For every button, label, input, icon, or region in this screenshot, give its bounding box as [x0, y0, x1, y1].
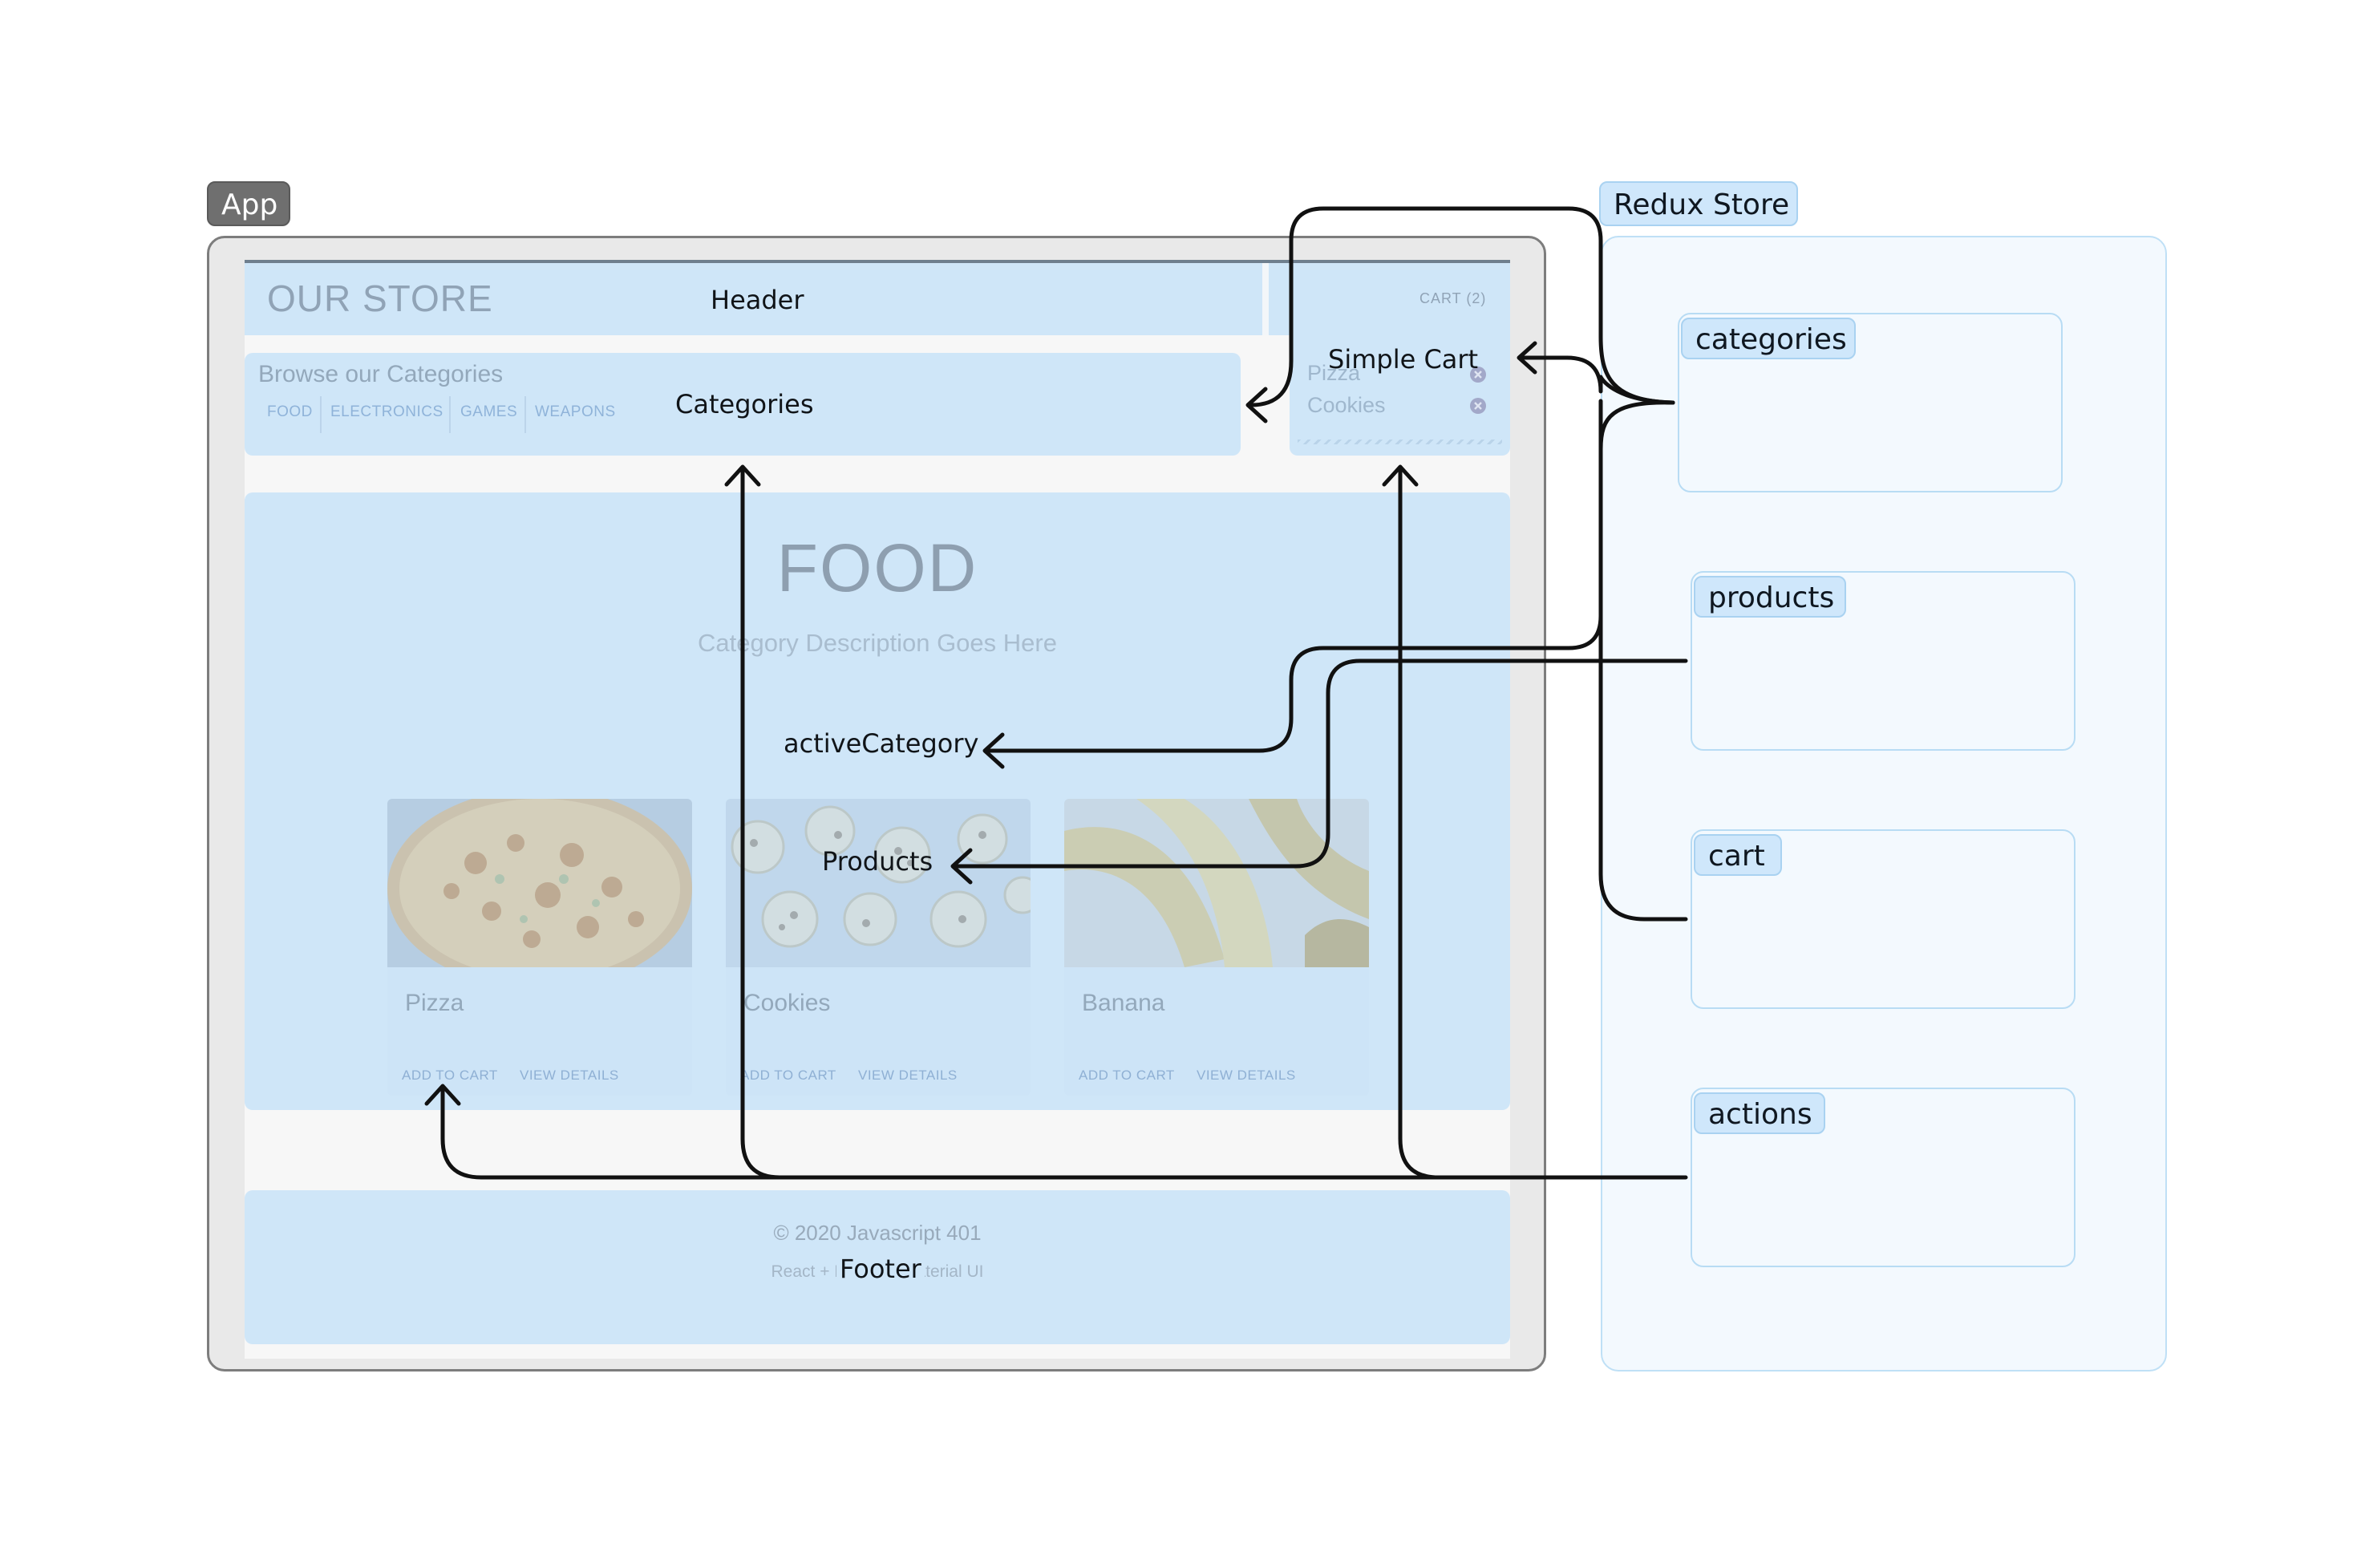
arrow-categories-to-active: [984, 400, 1675, 753]
arrow-actions-to-categories: [740, 466, 782, 1180]
arrow-cart-to-simple-cart: [1598, 399, 1688, 922]
category-title: FOOD: [776, 530, 978, 606]
slice-tag-actions: actions: [1694, 1092, 1825, 1134]
products-label: Products: [822, 846, 933, 877]
redux-store-tag: Redux Store: [1599, 181, 1798, 226]
simple-cart-dashes: [1298, 440, 1502, 444]
header-label: Header: [711, 285, 804, 315]
product-card-cookies: Cookies ADD TO CART VIEW DETAILS: [726, 799, 1031, 1096]
categories-label: Categories: [675, 389, 814, 419]
view-details-button-cookies[interactable]: VIEW DETAILS: [858, 1068, 958, 1083]
arrow-actions-to-simple-cart: [1398, 466, 1441, 1180]
slice-tag-categories: categories: [1681, 318, 1856, 359]
simple-cart-label: Simple Cart: [1328, 344, 1479, 375]
categories-region: [245, 353, 1241, 456]
active-category-label: activeCategory: [784, 728, 979, 759]
arrow-actions-main: [440, 1085, 1688, 1180]
arrowhead-simple-cart: [1517, 341, 1537, 375]
category-separator: [524, 396, 526, 433]
arrowhead-simple-cart-up: [1382, 464, 1419, 487]
categories-heading: Browse our Categories: [258, 361, 504, 387]
slice-tag-products: products: [1694, 576, 1846, 618]
header-region: [245, 260, 1510, 335]
product-card-banana: Banana ADD TO CART VIEW DETAILS: [1064, 799, 1369, 1096]
arrow-categories-to-cart: [1518, 355, 1675, 405]
category-description: Category Description Goes Here: [698, 629, 1057, 657]
cart-item-pizza: Pizza: [1307, 361, 1361, 385]
view-details-button-banana[interactable]: VIEW DETAILS: [1197, 1068, 1296, 1083]
simple-cart-region: [1290, 335, 1510, 456]
product-name-banana: Banana: [1082, 990, 1165, 1016]
product-card-pizza: Pizza ADD TO CART VIEW DETAILS: [387, 799, 692, 1096]
arrowhead-categories: [1245, 387, 1268, 423]
cookies-image: [726, 799, 1031, 967]
view-details-button-pizza[interactable]: VIEW DETAILS: [520, 1068, 619, 1083]
footer-label: Footer: [836, 1256, 925, 1282]
x-circle-icon[interactable]: [1469, 397, 1487, 415]
store-brand[interactable]: OUR STORE: [267, 278, 493, 319]
slice-tag-cart: cart: [1694, 834, 1782, 876]
category-link-games[interactable]: GAMES: [460, 403, 518, 420]
add-to-cart-button-banana[interactable]: ADD TO CART: [1079, 1068, 1175, 1083]
app-tag: App: [207, 181, 290, 226]
category-link-weapons[interactable]: WEAPONS: [535, 403, 616, 420]
add-to-cart-button-pizza[interactable]: ADD TO CART: [402, 1068, 498, 1083]
category-separator: [320, 396, 322, 433]
product-name-pizza: Pizza: [405, 990, 464, 1016]
arrow-categories-to-categories: [1249, 206, 1675, 407]
x-circle-icon[interactable]: [1469, 366, 1487, 383]
banana-image: [1064, 799, 1369, 967]
cards-overlay: [387, 799, 1369, 967]
product-name-cookies: Cookies: [743, 990, 831, 1016]
pizza-image: [387, 799, 692, 967]
category-separator: [449, 396, 451, 433]
arrowhead-products: [950, 848, 973, 885]
footer-copyright: © 2020 Javascript 401: [773, 1221, 982, 1245]
arrowhead-categories-up: [724, 464, 761, 487]
arrowhead-add-to-cart: [424, 1084, 461, 1106]
arrowhead-active-category: [982, 732, 1005, 769]
cart-link[interactable]: CART (2): [1419, 290, 1487, 306]
arrow-products-to-products: [952, 658, 1688, 869]
category-link-electronics[interactable]: ELECTRONICS: [330, 403, 443, 420]
header-divider: [1262, 263, 1269, 335]
add-to-cart-button-cookies[interactable]: ADD TO CART: [740, 1068, 836, 1083]
cart-item-cookies: Cookies: [1307, 393, 1386, 417]
category-link-food[interactable]: FOOD: [267, 403, 313, 420]
